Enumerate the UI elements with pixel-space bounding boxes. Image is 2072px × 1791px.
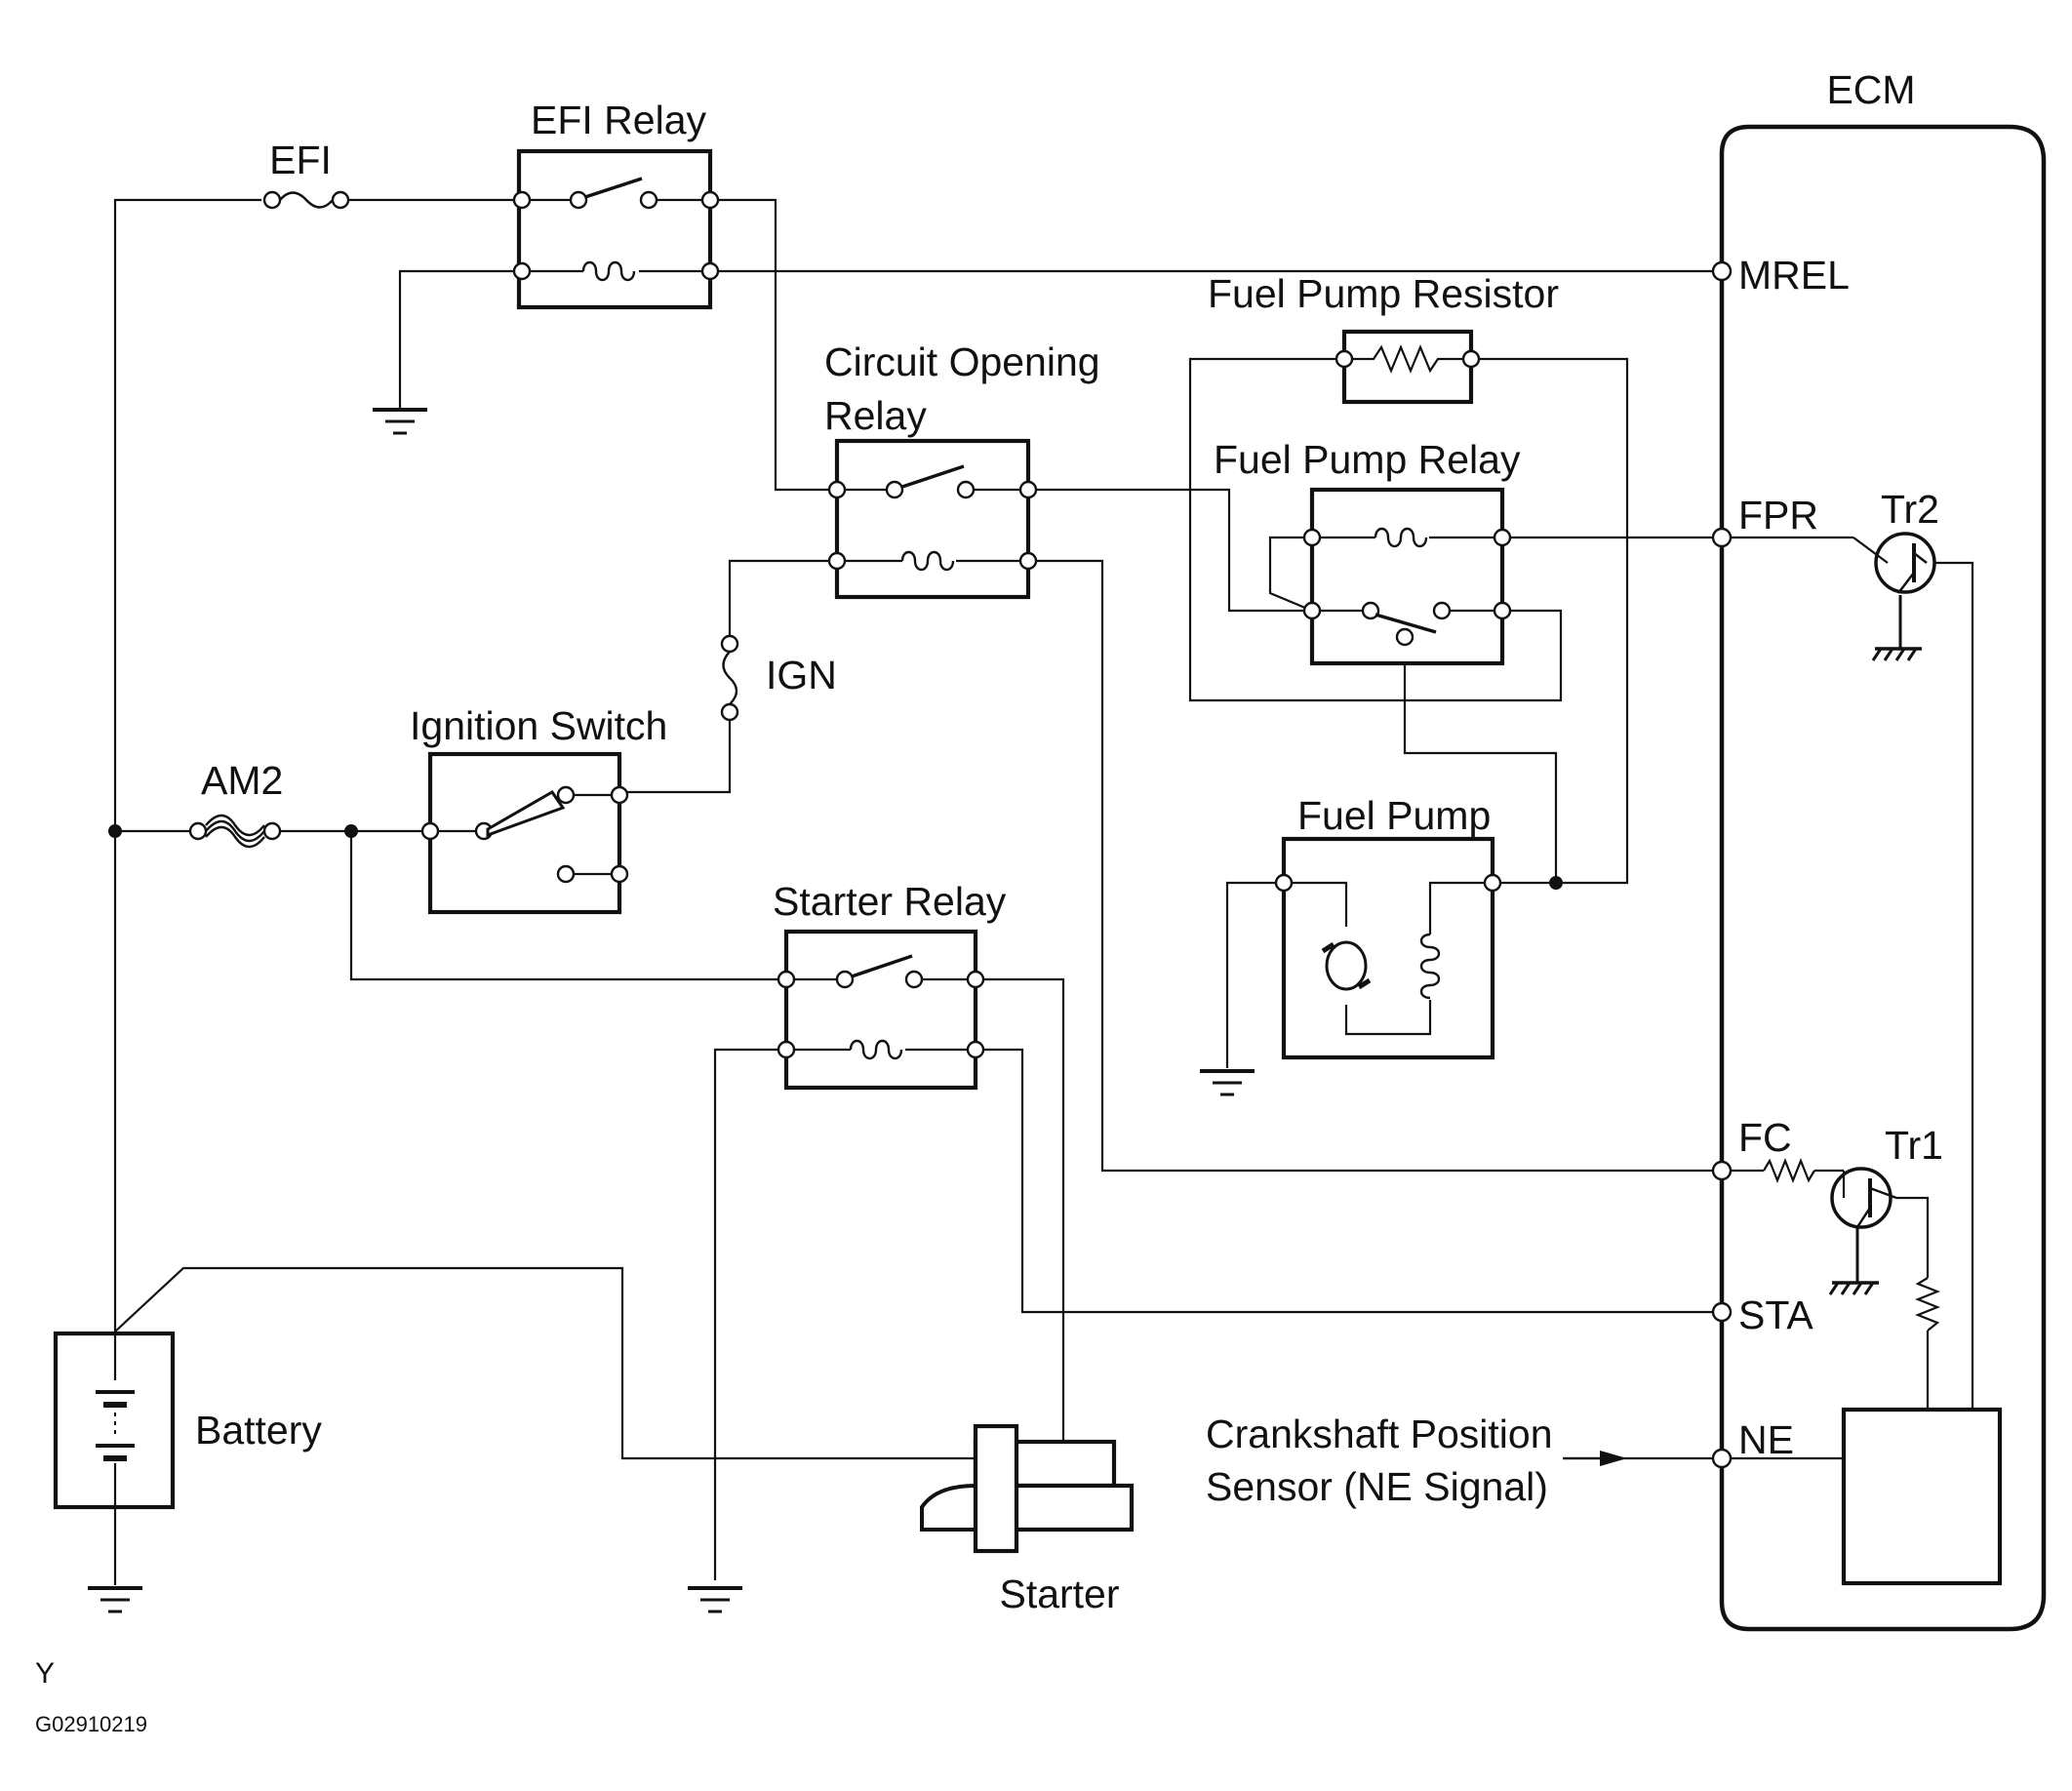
circuit-opening-relay-label-line2: Relay xyxy=(824,393,927,438)
am2-fuse-label: AM2 xyxy=(201,758,283,803)
transistor-tr2 xyxy=(1853,532,1936,594)
ecm-internal-circuit xyxy=(1841,1407,2003,1586)
sta-label: STA xyxy=(1738,1293,1813,1337)
tr2-label: Tr2 xyxy=(1881,487,1939,532)
ign-fuse xyxy=(720,634,739,722)
fuel-pump-resistor xyxy=(1335,329,1481,405)
sensor-label-line1: Crankshaft Position xyxy=(1206,1412,1553,1456)
ground-icon xyxy=(88,1586,142,1613)
fuel-pump-label: Fuel Pump xyxy=(1297,793,1491,838)
ground-symbols xyxy=(88,408,1922,1613)
fpr-label: FPR xyxy=(1738,493,1818,537)
battery-label: Battery xyxy=(195,1408,322,1453)
ecm-terminals xyxy=(1711,260,1733,1469)
fuel-pump xyxy=(1274,836,1502,1060)
starter-label: Starter xyxy=(999,1572,1119,1616)
am2-fuse xyxy=(188,814,282,849)
ne-label: NE xyxy=(1738,1417,1794,1462)
sensor-label-line2: Sensor (NE Signal) xyxy=(1206,1464,1548,1509)
fuel-pump-relay xyxy=(1302,487,1512,666)
corner-letter: Y xyxy=(35,1657,55,1690)
tr1-label: Tr1 xyxy=(1885,1123,1943,1168)
chassis-ground-icon xyxy=(1871,595,1922,661)
figure-code: G02910219 xyxy=(35,1712,147,1736)
mrel-label: MREL xyxy=(1738,253,1850,298)
ground-icon xyxy=(373,408,427,435)
ecm-module xyxy=(1719,124,2047,1632)
transistor-tr1 xyxy=(1830,1167,1897,1229)
circuit-opening-relay xyxy=(827,438,1038,600)
wiring xyxy=(113,198,1974,1580)
chassis-ground-icon xyxy=(1828,1227,1879,1295)
fuel-pump-relay-label: Fuel Pump Relay xyxy=(1214,437,1521,482)
circuit-opening-relay-label-line1: Circuit Opening xyxy=(824,339,1100,384)
efi-relay-label: EFI Relay xyxy=(531,98,706,142)
tr1-pullup-resistor xyxy=(1915,1277,1940,1332)
battery xyxy=(53,1331,176,1585)
ground-icon xyxy=(1200,1069,1255,1096)
ignition-switch xyxy=(420,751,629,915)
starter-relay-label: Starter Relay xyxy=(773,879,1007,924)
junction-dots xyxy=(108,824,1563,890)
efi-relay xyxy=(512,148,720,310)
fc-resistor xyxy=(1763,1158,1815,1183)
ne-signal-arrow xyxy=(1563,1451,1627,1466)
ecm-label: ECM xyxy=(1826,67,1915,112)
ground-icon xyxy=(688,1586,742,1613)
ignition-switch-label: Ignition Switch xyxy=(410,703,667,748)
starter-motor xyxy=(920,1423,1135,1554)
starter-relay xyxy=(777,929,985,1091)
fc-label: FC xyxy=(1738,1115,1792,1160)
efi-fuse-label: EFI xyxy=(269,138,332,182)
ign-fuse-label: IGN xyxy=(766,653,837,697)
efi-fuse xyxy=(262,190,350,210)
fuel-pump-resistor-label: Fuel Pump Resistor xyxy=(1208,271,1559,316)
